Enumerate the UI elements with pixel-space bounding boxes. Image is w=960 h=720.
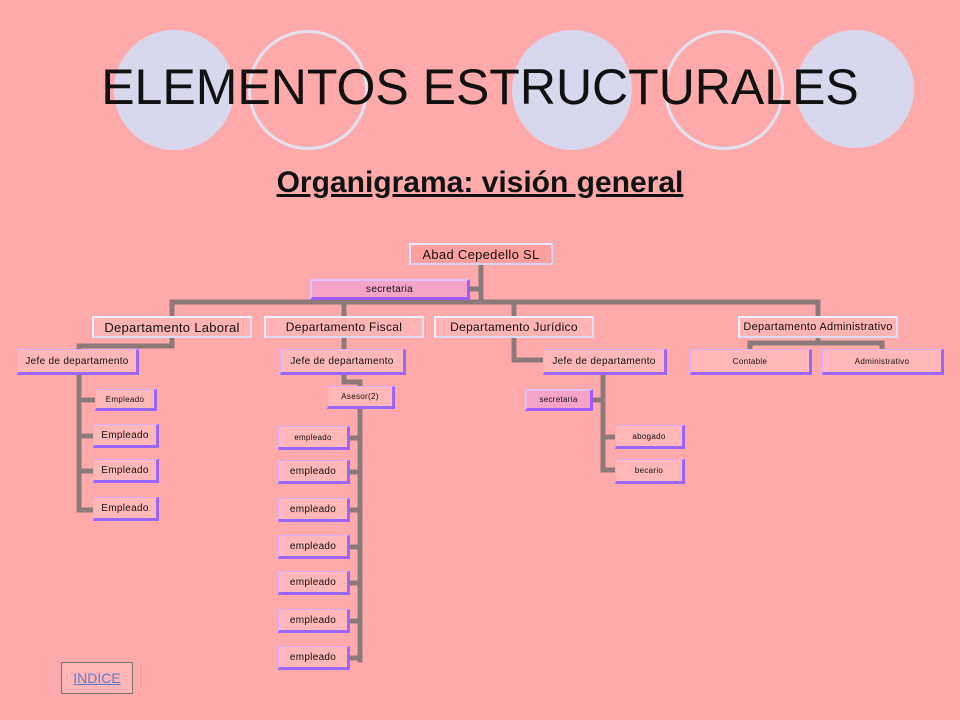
decor-circle [512,30,632,150]
dept-administrativo: Departamento Administrativo [738,316,898,338]
fiscal-member: empleado [278,460,350,484]
decor-circle [796,30,914,148]
decor-circle [114,30,234,150]
dept-juridico: Departamento Jurídico [434,316,594,338]
juridico-head: Jefe de departamento [543,349,667,375]
slide-title: ELEMENTOS ESTRUCTURALES [101,59,859,115]
fiscal-member: empleado [278,426,350,450]
org-root-assistant: secretaria [310,279,470,300]
fiscal-member: empleado [278,498,350,522]
juridico-member: abogado [615,425,685,449]
slide-subtitle: Organigrama: visión general [276,166,684,199]
juridico-member: becario [615,459,685,484]
fiscal-member: empleado [278,646,350,670]
juridico-assistant: secretaria [525,389,593,411]
administrativo-member: Contable [690,349,812,375]
dept-fiscal: Departamento Fiscal [264,316,424,338]
laboral-member: Empleado [93,459,159,483]
indice-link[interactable]: INDICE [61,662,133,694]
fiscal-member: empleado [278,535,350,559]
fiscal-head: Jefe de departamento [280,349,406,375]
fiscal-member: empleado [278,609,350,633]
fiscal-member: empleado [278,571,350,595]
laboral-member: Empleado [93,497,159,521]
administrativo-member: Administrativo [822,349,944,375]
laboral-member: Empleado [93,424,159,448]
dept-laboral: Departamento Laboral [92,316,252,338]
laboral-member: Empleado [95,389,157,411]
decor-ring [248,30,368,150]
fiscal-advisor: Asesor(2) [327,386,395,409]
decor-ring [664,30,784,150]
org-root-node: Abad Cepedello SL [409,243,553,265]
laboral-head: Jefe de departamento [17,349,139,375]
